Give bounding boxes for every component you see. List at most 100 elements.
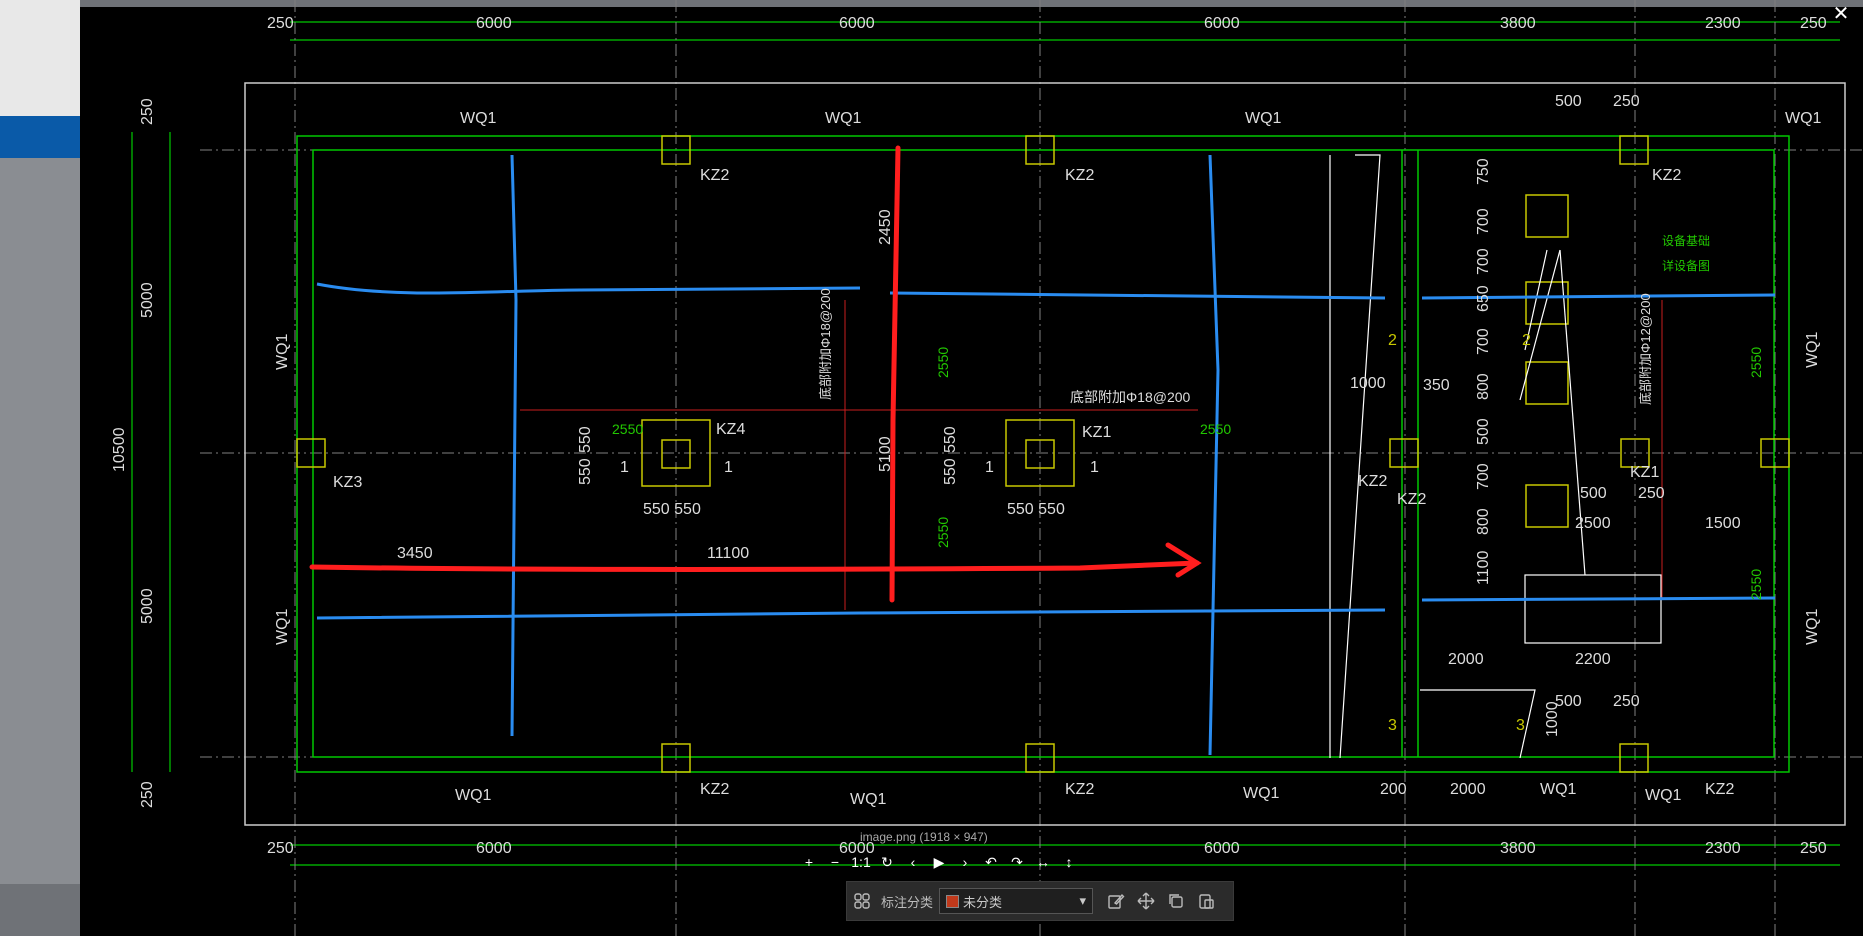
category-select[interactable]: 未分类 ▾ xyxy=(939,888,1094,914)
dim-label: 3450 xyxy=(397,545,433,562)
column-label: KZ2 xyxy=(700,781,729,798)
dim-label-green: 2550 xyxy=(1748,347,1764,378)
dim-label: 2450 xyxy=(877,209,894,245)
column-label: KZ2 xyxy=(700,167,729,184)
dim-label: 2000 xyxy=(1448,651,1484,668)
category-label: 标注分类 xyxy=(881,894,934,910)
cad-drawing: 250 6000 6000 6000 3800 2300 250 250 600… xyxy=(111,0,1863,936)
dim-label: 550 550 xyxy=(643,501,701,518)
section-mark: 3 xyxy=(1388,717,1397,734)
fit-height-icon[interactable]: ↕ xyxy=(1065,854,1073,870)
dim-label: 500 xyxy=(1580,485,1607,502)
column-label: KZ2 xyxy=(1652,167,1681,184)
top-dim-3: 6000 xyxy=(839,15,875,32)
column-label: KZ2 xyxy=(1705,781,1734,798)
dim-label-green: 2550 xyxy=(1200,421,1231,437)
zoom-in-icon[interactable]: + xyxy=(804,854,814,870)
category-value: 未分类 xyxy=(963,894,1003,910)
wall-label: WQ1 xyxy=(1804,608,1821,645)
dim-label: 500 xyxy=(1555,93,1582,110)
dim-label: 1 xyxy=(620,459,629,476)
dim-label: 550 xyxy=(942,458,959,485)
dim-label: 2500 xyxy=(1575,515,1611,532)
dim-label: 550 xyxy=(577,426,594,453)
undo-icon[interactable]: ↶ xyxy=(985,854,997,870)
zoom-out-icon[interactable]: − xyxy=(830,854,840,870)
dim-label: 800 xyxy=(1475,373,1492,400)
edit-icon[interactable] xyxy=(1101,886,1131,916)
bottom-dim-6: 2300 xyxy=(1705,840,1741,857)
actual-size-button[interactable]: 1:1 xyxy=(851,854,871,870)
prev-icon[interactable]: ‹ xyxy=(910,854,916,870)
top-dim-1: 250 xyxy=(267,15,294,32)
dim-label: 500 xyxy=(1555,693,1582,710)
top-dim-2: 6000 xyxy=(476,15,512,32)
fit-width-icon[interactable]: ↔ xyxy=(1036,854,1050,870)
rebar-note: 底部附加Φ18@200 xyxy=(1070,389,1191,405)
left-dim-2: 5000 xyxy=(139,282,156,318)
wall-label: WQ1 xyxy=(1785,110,1822,127)
dim-label: 700 xyxy=(1475,328,1492,355)
wall-label: WQ1 xyxy=(274,333,291,370)
dim-label: 700 xyxy=(1475,208,1492,235)
viewer-controls: + − 1:1 ↻ ‹ ▶ › ↶ ↷ ↔ ↕ xyxy=(796,854,1082,871)
bottom-dim-3: 6000 xyxy=(839,840,875,857)
close-button[interactable]: ✕ xyxy=(1832,3,1850,25)
dim-label: 1 xyxy=(724,459,733,476)
column-label: KZ2 xyxy=(1358,473,1387,490)
dim-label: 350 xyxy=(1423,377,1450,394)
dim-label: 550 550 xyxy=(1007,501,1065,518)
dim-label: 1100 xyxy=(1475,550,1492,585)
top-dim-5: 3800 xyxy=(1500,15,1536,32)
left-dim-1: 250 xyxy=(139,98,156,125)
dim-label: 2000 xyxy=(1450,781,1486,798)
wall-label: WQ1 xyxy=(825,110,862,127)
dim-label: 1500 xyxy=(1705,515,1741,532)
column-label: KZ4 xyxy=(716,421,745,438)
dim-label: 250 xyxy=(1613,693,1640,710)
dim-label: 11100 xyxy=(707,545,749,562)
wall-label: WQ1 xyxy=(274,608,291,645)
dim-label: 800 xyxy=(1475,508,1492,535)
image-caption: image.png (1918 × 947) xyxy=(860,830,988,844)
rebar-note: 底部附加Φ12@200 xyxy=(1638,293,1653,405)
bottom-dim-5: 3800 xyxy=(1500,840,1536,857)
next-icon[interactable]: › xyxy=(962,854,968,870)
top-strip xyxy=(80,0,1863,7)
column-label: KZ1 xyxy=(1630,464,1659,481)
move-icon[interactable] xyxy=(1131,886,1161,916)
top-dim-6: 2300 xyxy=(1705,15,1741,32)
copy-icon[interactable] xyxy=(1161,886,1191,916)
column-label: KZ3 xyxy=(333,474,362,491)
dim-label-green: 2550 xyxy=(1748,569,1764,600)
column-label: KZ2 xyxy=(1065,781,1094,798)
dim-label-green: 2550 xyxy=(935,517,951,548)
redo-icon[interactable]: ↷ xyxy=(1011,854,1023,870)
left-dim-total: 10500 xyxy=(111,427,128,472)
dim-label: 550 xyxy=(577,458,594,485)
bottom-dim-4: 6000 xyxy=(1204,840,1240,857)
left-bottom-panel xyxy=(0,884,80,936)
top-dim-7: 250 xyxy=(1800,15,1827,32)
dim-label: 250 xyxy=(1613,93,1640,110)
equipment-note: 设备基础 xyxy=(1662,234,1710,248)
column-label: KZ2 xyxy=(1065,167,1094,184)
dim-label: 700 xyxy=(1475,463,1492,490)
wall-label: WQ1 xyxy=(1540,781,1577,798)
wall-label: WQ1 xyxy=(1245,110,1282,127)
rebar-note: 底部附加Φ18@200 xyxy=(818,288,833,400)
category-color-swatch xyxy=(946,894,960,908)
dim-label: 200 xyxy=(1380,781,1407,798)
paste-icon[interactable] xyxy=(1191,886,1221,916)
rotate-icon[interactable]: ↻ xyxy=(881,854,893,870)
left-top-panel xyxy=(0,0,80,116)
column-label: KZ1 xyxy=(1082,424,1111,441)
left-accent-bar xyxy=(0,116,80,158)
play-icon[interactable]: ▶ xyxy=(933,854,945,870)
wall-label: WQ1 xyxy=(455,787,492,804)
dim-label: 650 xyxy=(1475,285,1492,312)
grid-icon[interactable] xyxy=(847,886,877,916)
section-mark: 3 xyxy=(1516,717,1525,734)
section-mark: 2 xyxy=(1388,332,1397,349)
wall-label: WQ1 xyxy=(460,110,497,127)
